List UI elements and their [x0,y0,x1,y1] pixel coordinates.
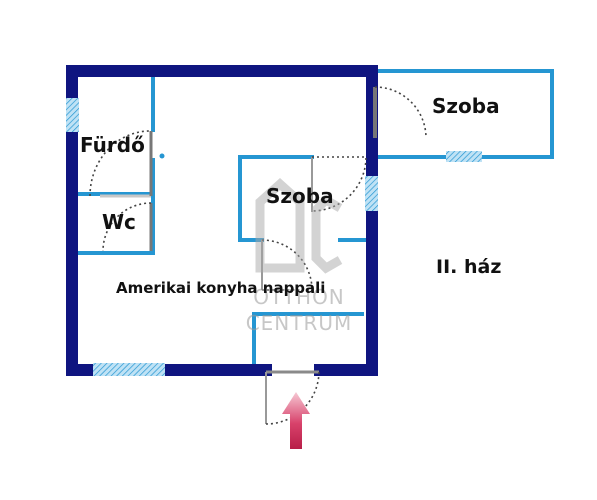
kitchen-living-label: Amerikai konyha nappali [116,279,325,297]
wc-door [102,202,153,252]
room-window [365,176,378,211]
watermark: OTTHON CENTRUM [246,177,353,335]
inner-walls [74,73,372,368]
entrance-arrow-icon [282,392,310,449]
bathroom-window [66,98,79,132]
watermark-line-1: OTTHON [253,285,345,309]
annex-door [373,86,427,139]
living-window [93,363,165,376]
house-label: II. ház [436,256,501,278]
wc-label: Wc [102,210,136,234]
bathroom-label: Fürdő [80,133,145,157]
annex-window [446,151,482,162]
watermark-house-icon [255,177,343,274]
middle-room-door [311,156,367,212]
room-label-2: Szoba [266,184,334,208]
watermark-line-2: CENTRUM [246,311,353,335]
bathroom-door [89,130,165,198]
room-label-1: Szoba [432,94,500,118]
